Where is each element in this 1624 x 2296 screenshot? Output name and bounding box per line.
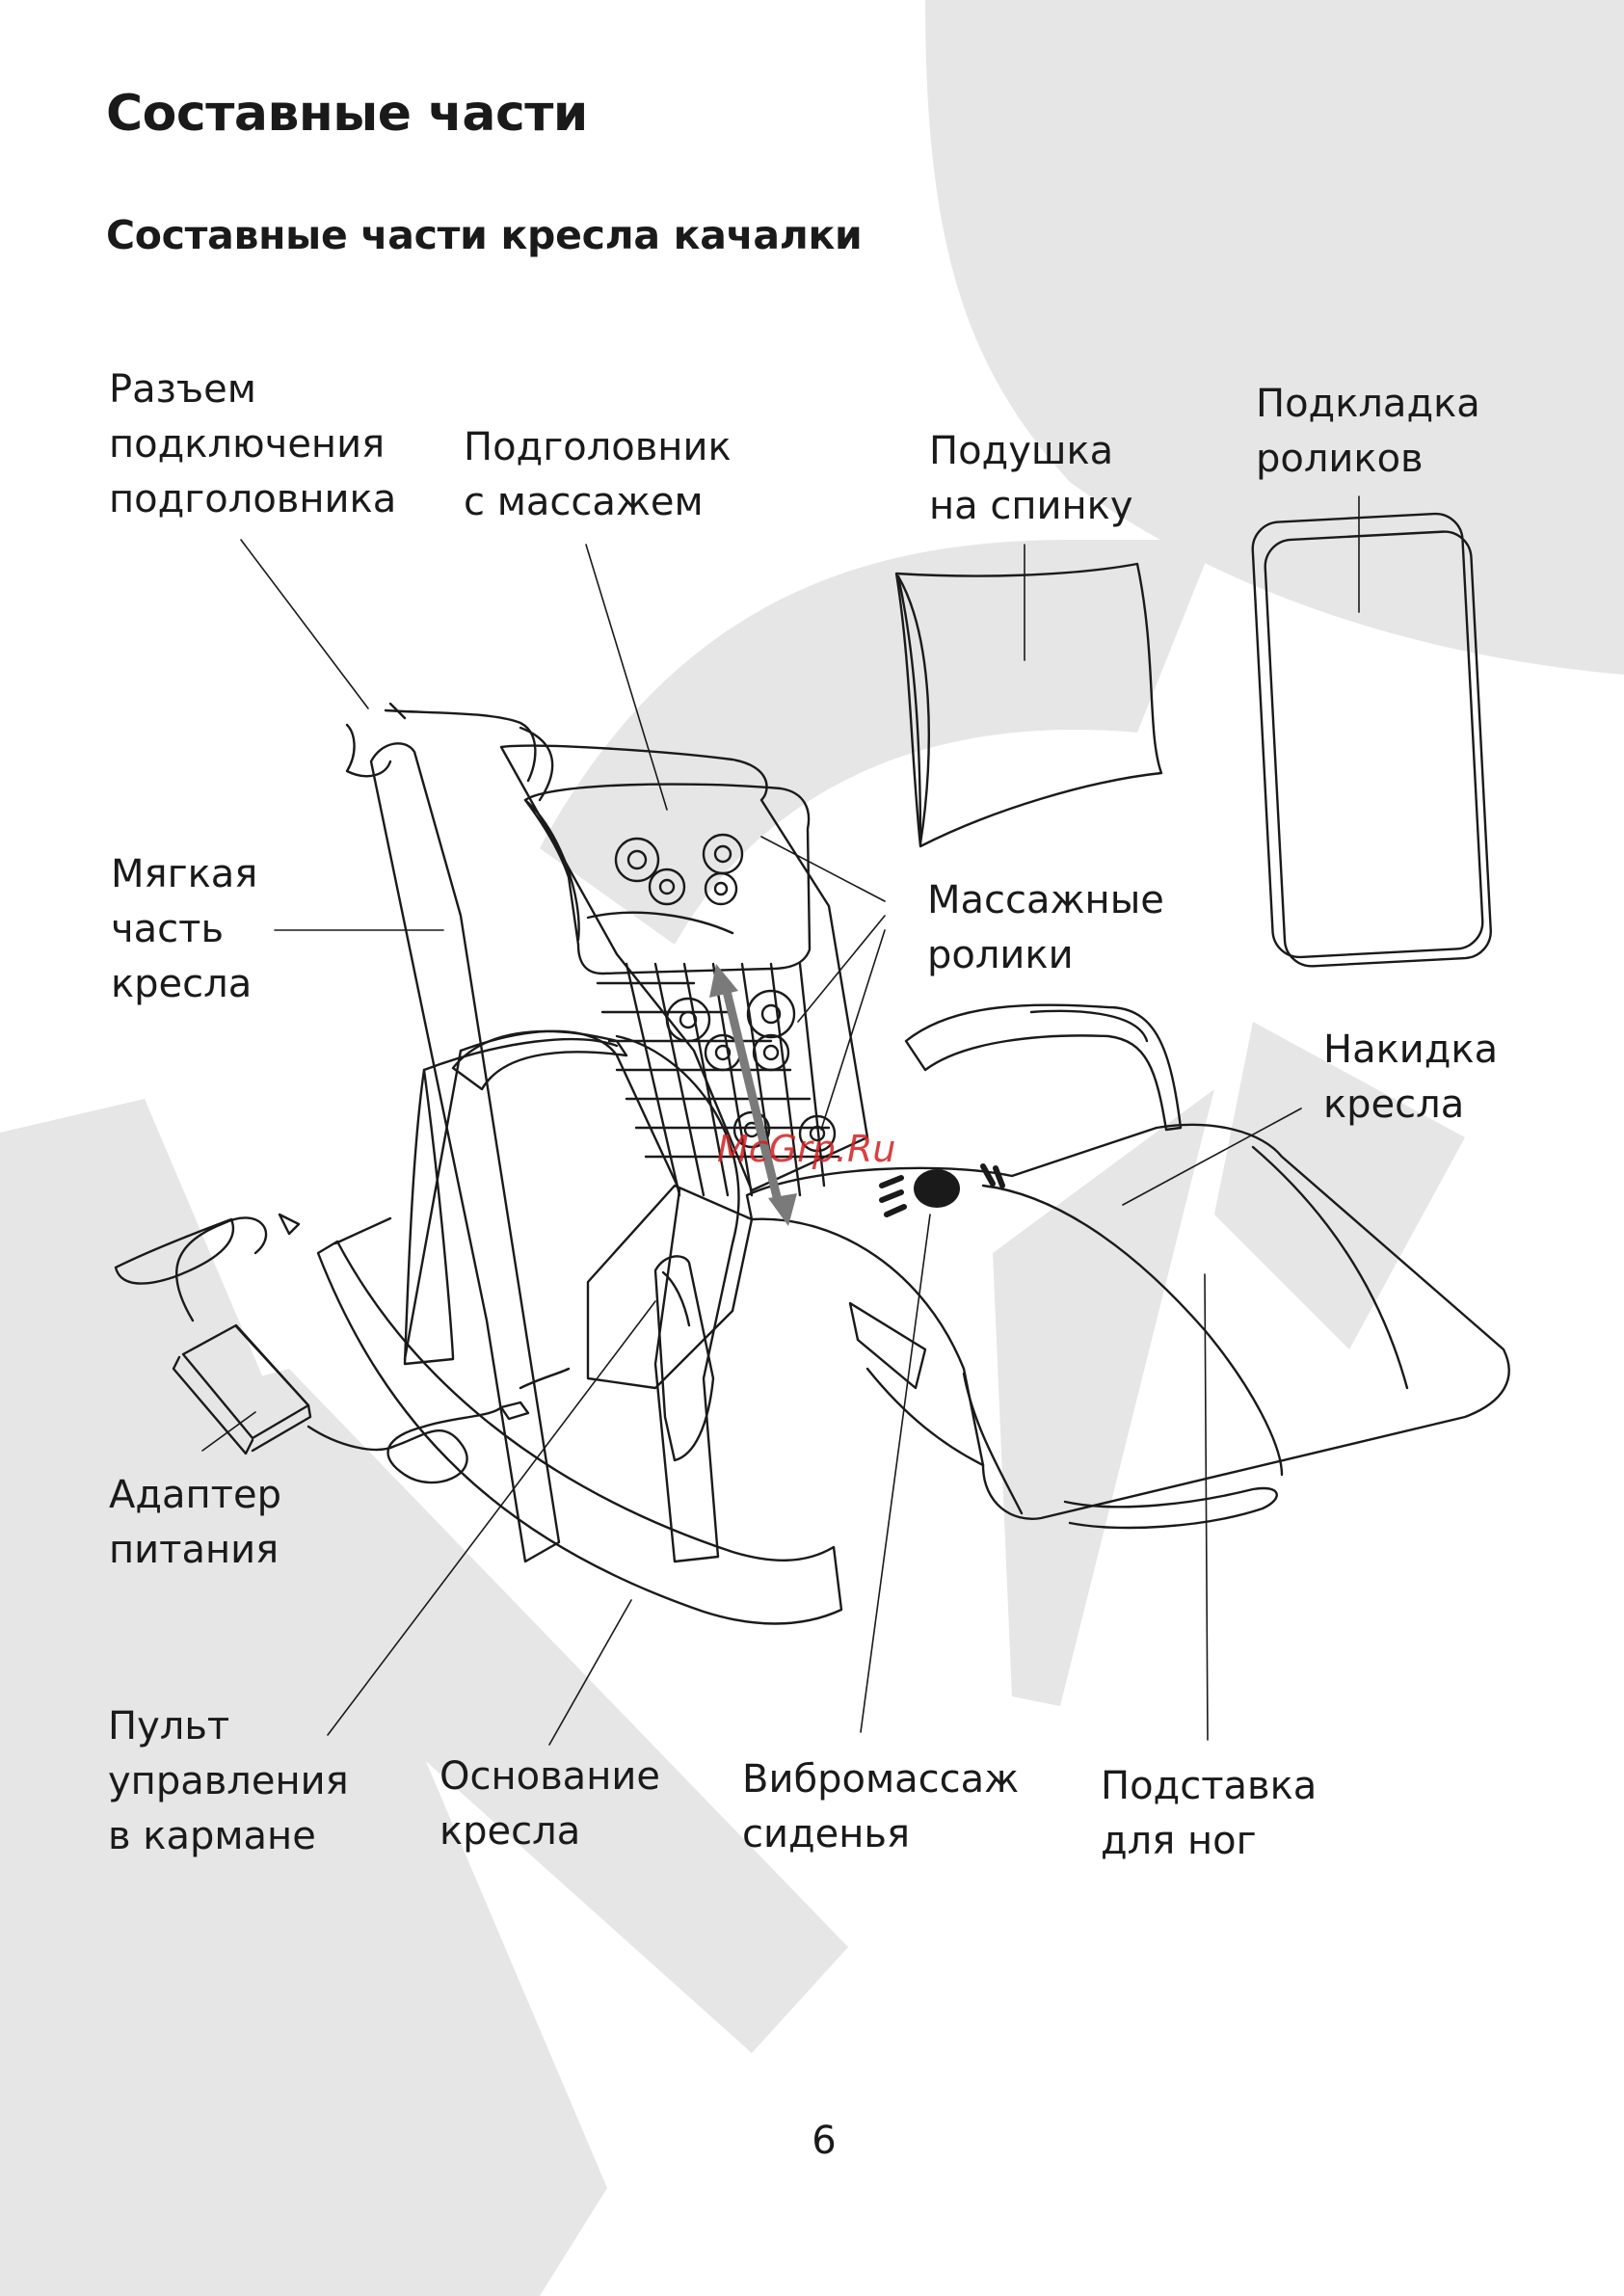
section-title: Составные части кресла качалки <box>106 212 862 258</box>
label-chair-base: Основание кресла <box>439 1749 660 1859</box>
label-roller-pad: Подкладка роликов <box>1256 377 1480 487</box>
label-seat-vibromassage: Вибромассаж сиденья <box>742 1752 1019 1862</box>
label-headrest-connector: Разъем подключения подголовника <box>109 362 396 527</box>
page-number: 6 <box>790 2119 858 2163</box>
label-power-adapter: Адаптер питания <box>109 1468 281 1578</box>
page-title: Составные части <box>106 85 588 143</box>
label-headrest-massage: Подголовник с массажем <box>464 420 732 530</box>
label-footrest: Подставка для ног <box>1101 1759 1317 1869</box>
label-massage-rollers: Массажные ролики <box>927 873 1164 983</box>
label-back-cushion: Подушка на спинку <box>929 424 1133 534</box>
watermark: McGrp.Ru <box>717 1128 895 1170</box>
label-remote-in-pocket: Пульт управления в кармане <box>108 1699 349 1864</box>
label-chair-cover: Накидка кресла <box>1323 1023 1498 1133</box>
label-soft-part: Мягкая часть кресла <box>111 847 257 1012</box>
